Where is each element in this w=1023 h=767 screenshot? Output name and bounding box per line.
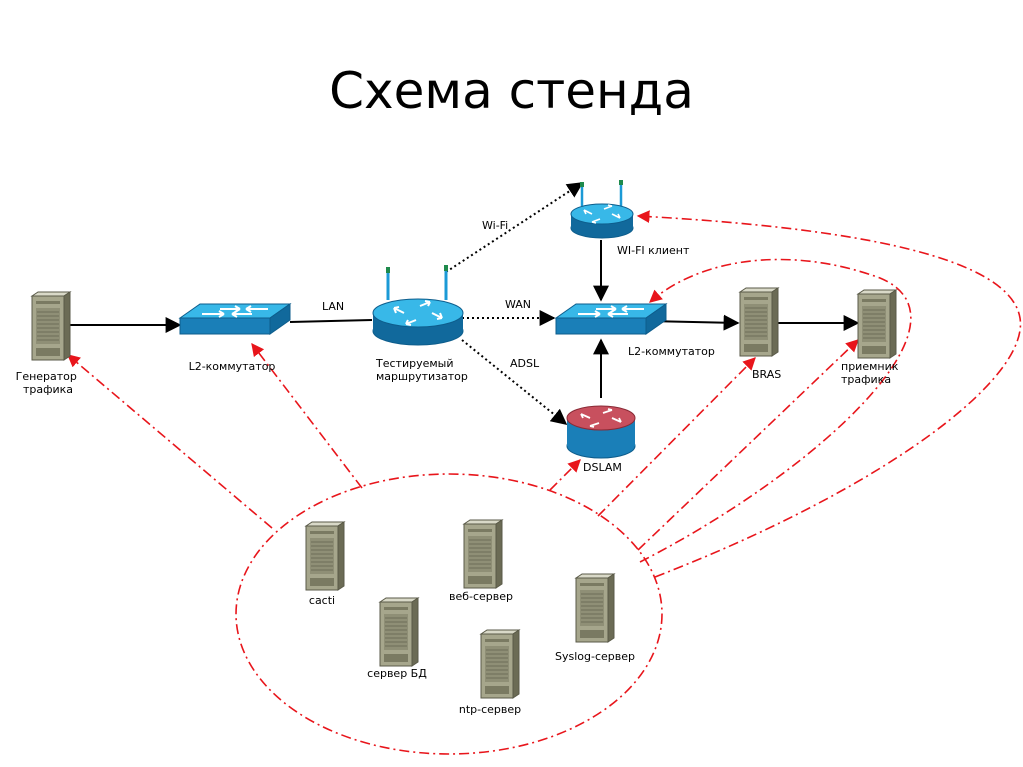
- wifi-link-label: Wi-Fi: [482, 219, 508, 232]
- traffic-generator-server-icon: [31, 291, 71, 361]
- web-server-label: веб-сервер: [449, 590, 513, 603]
- db-server-icon: [379, 597, 419, 667]
- web-server-icon: [463, 519, 503, 589]
- monitor-link-gen: [67, 354, 273, 529]
- l2-switch-b-icon: [555, 303, 667, 335]
- l2-switch-a-icon: [179, 303, 291, 335]
- dslam-icon: [566, 405, 636, 459]
- dslam-label: DSLAM: [583, 461, 622, 474]
- wifi-client-router-icon: [570, 180, 634, 239]
- wan-link-label: WAN: [505, 298, 531, 311]
- traffic-receiver-label: приемник трафика: [841, 360, 902, 386]
- monitor-link-recv: [637, 339, 859, 551]
- monitoring-servers-zone: [235, 473, 663, 755]
- traffic-receiver-server-icon: [857, 289, 897, 359]
- syslog-server-label: Syslog-сервер: [555, 650, 635, 663]
- link-router-wifi: [445, 182, 584, 273]
- monitor-link-l2b: [639, 258, 912, 563]
- adsl-link-label: ADSL: [510, 357, 540, 370]
- wifi-client-label: WI-FI клиент: [617, 244, 690, 257]
- syslog-server-icon: [575, 573, 615, 643]
- monitor-link-bras: [597, 357, 756, 517]
- link-l2a-router: [289, 319, 373, 323]
- monitor-link-dslam: [549, 459, 581, 491]
- link-router-dslam: [461, 339, 568, 426]
- tested-router-icon: [372, 265, 464, 346]
- db-server-label: сервер БД: [367, 667, 427, 680]
- l2-switch-a-label: L2-коммутатор: [189, 360, 276, 373]
- cacti-server-icon: [305, 521, 345, 591]
- ntp-server-icon: [480, 629, 520, 699]
- slide-title: Схема стенда: [329, 62, 694, 120]
- ntp-server-label: ntp-сервер: [459, 703, 521, 716]
- l2-switch-b-label: L2-коммутатор: [628, 345, 715, 358]
- tested-router-label: Тестируемый маршрутизатор: [375, 357, 468, 383]
- bras-label: BRAS: [752, 368, 781, 381]
- cacti-label: cacti: [309, 594, 335, 607]
- monitor-link-wifi: [636, 210, 1022, 578]
- lan-link-label: LAN: [322, 300, 344, 313]
- traffic-generator-label: Генератор трафика: [16, 370, 81, 396]
- bras-server-icon: [739, 287, 779, 357]
